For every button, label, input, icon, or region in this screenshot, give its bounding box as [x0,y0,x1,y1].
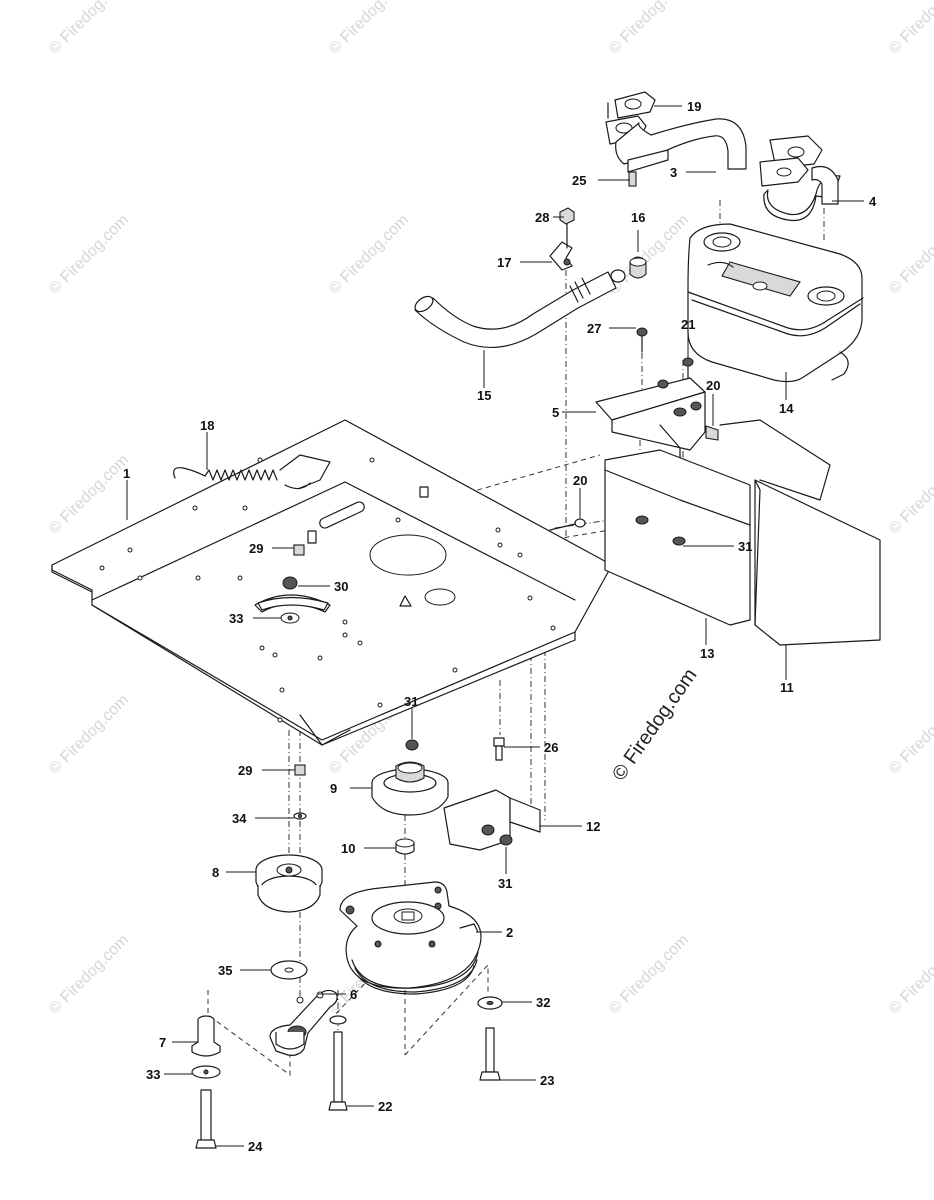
watermark: © Firedog.com [886,451,934,537]
callout-25: 25 [572,173,586,188]
muffler-bracket [595,327,719,471]
callout-18: 18 [200,418,214,433]
spring [173,467,311,490]
exhaust-tube [414,207,647,348]
callout-15: 15 [477,388,491,403]
pivot-bushing [191,1015,221,1149]
callout-19: 19 [687,99,701,114]
exhaust-pipe-right [759,135,841,222]
callout-29: 29 [249,541,263,556]
callout-21: 21 [681,317,695,332]
callout-22: 22 [378,1099,392,1114]
callout-10: 10 [341,841,355,856]
bolt-23 [477,996,503,1081]
watermark-main: © Firedog.com [608,665,701,785]
bolt-22 [328,1015,348,1111]
clutch-bracket [405,737,541,851]
pivot-hardware [257,544,329,624]
callout-6: 6 [350,987,357,1002]
callout-31: 31 [404,694,418,709]
callout-16: 16 [631,210,645,225]
callout-3: 3 [670,165,677,180]
callout-14: 14 [779,401,794,416]
watermark: © Firedog.com [886,691,934,777]
callout-9: 9 [330,781,337,796]
callout-23: 23 [540,1073,554,1088]
watermark: © Firedog.com [606,0,692,58]
callout-17: 17 [497,255,511,270]
callout-5: 5 [552,405,559,420]
callout-4: 4 [869,194,877,209]
callout-32: 32 [536,995,550,1010]
exhaust-pipe-left [605,91,747,187]
callout-8: 8 [212,865,219,880]
callout-33: 33 [229,611,243,626]
watermark: © Firedog.com [886,211,934,297]
watermark: © Firedog.com [46,931,132,1017]
watermark: © Firedog.com [46,211,132,297]
electric-clutch [339,881,482,995]
idler-pulley [255,854,323,913]
callout-20: 20 [573,473,587,488]
muffler [687,223,864,383]
watermark: © Firedog.com [46,0,132,58]
watermark: © Firedog.com [606,211,692,297]
leader-lines [126,105,864,1147]
watermark: © Firedog.com [46,451,132,537]
mounting-holes [99,457,556,723]
callout-26: 26 [544,740,558,755]
callout-1: 1 [123,466,130,481]
callout-34: 34 [232,811,247,826]
callout-11: 11 [780,680,794,695]
callout-13: 13 [700,646,714,661]
heat-shield [549,419,881,646]
watermark: © Firedog.com [46,691,132,777]
frame-plate [51,419,613,746]
callout-28: 28 [535,210,549,225]
callout-31: 31 [498,876,512,891]
callout-7: 7 [159,1035,166,1050]
callout-2: 2 [506,925,513,940]
callout-12: 12 [586,819,600,834]
callout-labels: 19 3 4 25 28 16 17 27 21 15 20 5 14 18 1… [123,99,877,1154]
idler-arm [269,960,338,1056]
drive-pulley [371,761,449,855]
watermark: © Firedog.com [886,0,934,58]
callout-33: 33 [146,1067,160,1082]
watermark: © Firedog.com [326,0,412,58]
callout-35: 35 [218,963,232,978]
callout-24: 24 [248,1139,263,1154]
callout-31: 31 [738,539,752,554]
watermark: © Firedog.com [886,931,934,1017]
watermark: © Firedog.com [606,931,692,1017]
callout-20: 20 [706,378,720,393]
callout-30: 30 [334,579,348,594]
callout-27: 27 [587,321,601,336]
callout-29: 29 [238,763,252,778]
watermark: © Firedog.com [326,211,412,297]
